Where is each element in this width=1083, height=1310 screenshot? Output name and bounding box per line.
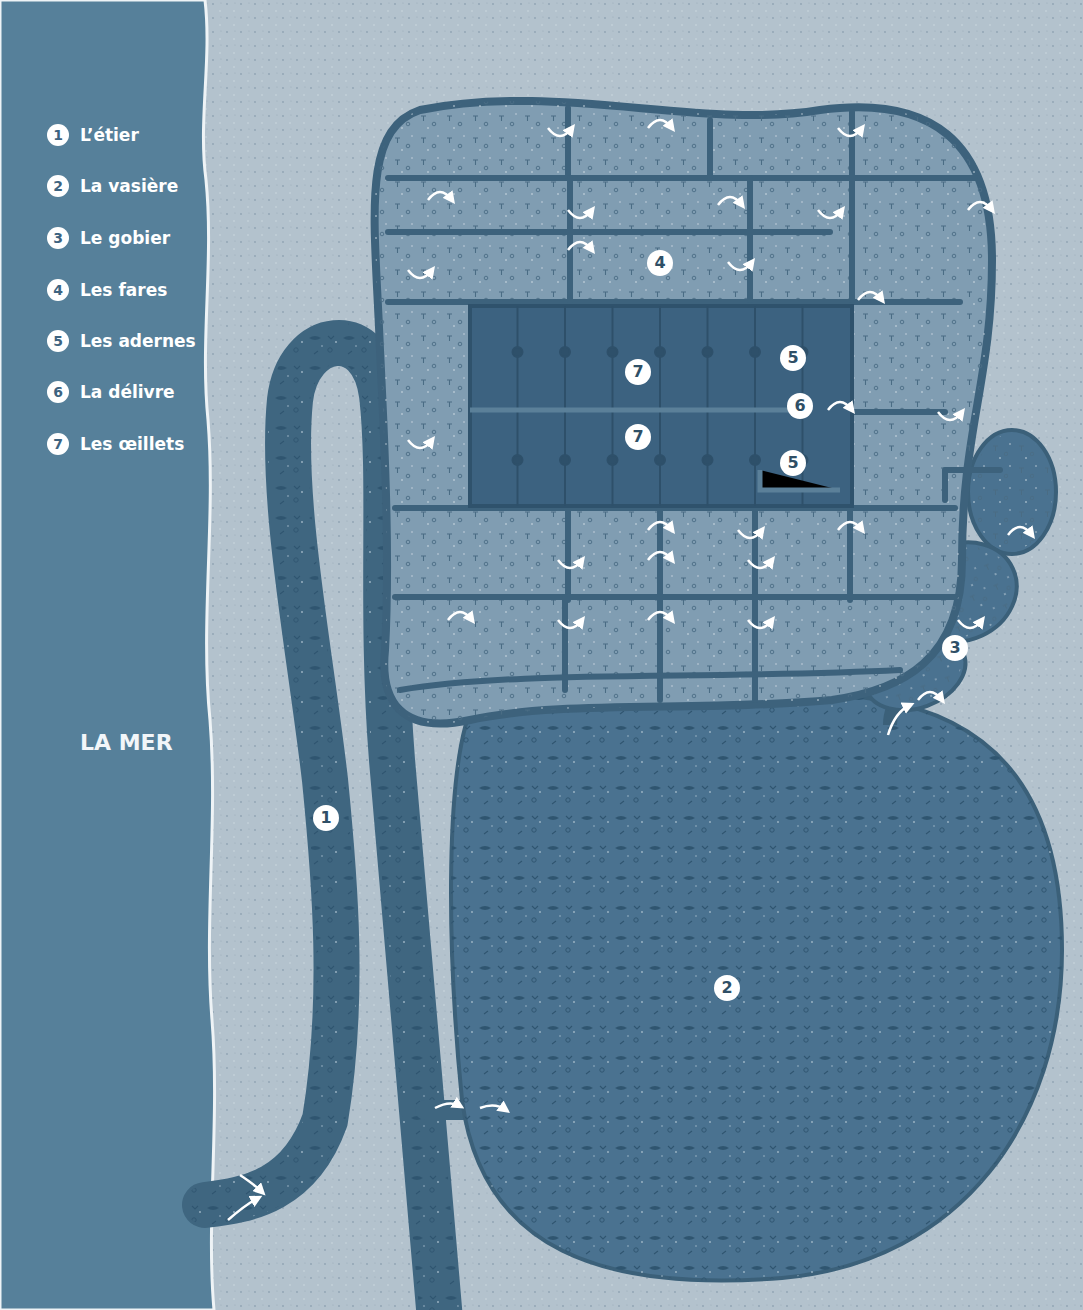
- flow-arrow: [738, 530, 762, 538]
- flow-arrow: [828, 402, 852, 410]
- legend-text: Le gobier: [80, 227, 170, 249]
- callout-number: 1: [313, 805, 339, 831]
- callout-number: 6: [787, 393, 813, 419]
- flow-arrow: [408, 270, 432, 278]
- cell-dot: [560, 347, 570, 357]
- cell-dot: [513, 455, 523, 465]
- flow-arrow: [728, 262, 752, 270]
- cell-dot: [560, 455, 570, 465]
- sea-label: LA MER: [80, 730, 173, 755]
- callout-number: 3: [942, 635, 968, 661]
- cell-dot: [655, 455, 665, 465]
- legend-number: 5: [47, 330, 69, 352]
- callout-number: 5: [780, 345, 806, 371]
- legend-text: L’étier: [80, 124, 139, 146]
- flow-arrow: [558, 620, 582, 628]
- flow-arrow: [1008, 527, 1032, 535]
- flow-arrow: [408, 440, 432, 448]
- legend-text: La délivre: [80, 381, 175, 403]
- legend-number: 4: [47, 279, 69, 301]
- flow-arrow: [648, 552, 672, 560]
- callout-number: 7: [625, 424, 651, 450]
- cell-dot: [750, 455, 760, 465]
- cell-dot: [608, 347, 618, 357]
- flow-arrow: [838, 128, 862, 136]
- cell-wall: [659, 306, 661, 506]
- flow-arrow: [938, 412, 962, 420]
- cell-dot: [703, 455, 713, 465]
- legend-number: 2: [47, 175, 69, 197]
- flow-arrow: [548, 128, 572, 136]
- flow-arrow: [648, 120, 672, 128]
- callout-number: 2: [714, 975, 740, 1001]
- flow-arrow: [648, 522, 672, 530]
- flow-arrow: [968, 202, 992, 210]
- cell-wall: [517, 306, 519, 506]
- cell-dot: [655, 347, 665, 357]
- flow-arrow: [568, 210, 592, 218]
- flow-arrow: [718, 197, 742, 205]
- legend-text: Les œillets: [80, 433, 184, 455]
- flow-arrow: [918, 692, 942, 700]
- flow-arrow: [448, 612, 472, 620]
- cell-wall: [612, 306, 614, 506]
- flow-arrow: [748, 620, 772, 628]
- callout-number: 7: [625, 359, 651, 385]
- flow-arrow: [818, 210, 842, 218]
- legend-text: Les fares: [80, 279, 167, 301]
- cell-dot: [608, 455, 618, 465]
- legend-number: 3: [47, 227, 69, 249]
- legend-text: La vasière: [80, 175, 178, 197]
- flow-arrow: [858, 292, 882, 300]
- flow-arrow: [558, 560, 582, 568]
- flow-arrow: [838, 522, 862, 530]
- flow-arrow: [648, 612, 672, 620]
- flow-arrow: [958, 620, 982, 628]
- cell-dot: [703, 347, 713, 357]
- legend-number: 6: [47, 381, 69, 403]
- cell-wall: [707, 306, 709, 506]
- legend-number: 1: [47, 124, 69, 146]
- callout-number: 4: [647, 250, 673, 276]
- legend-text: Les adernes: [80, 330, 196, 352]
- cell-wall: [564, 306, 566, 506]
- flow-arrow: [748, 560, 772, 568]
- callout-number: 5: [780, 450, 806, 476]
- legend-number: 7: [47, 433, 69, 455]
- flow-arrow: [568, 242, 592, 250]
- cell-dot: [513, 347, 523, 357]
- cell-dot: [750, 347, 760, 357]
- flow-arrow: [428, 192, 452, 200]
- cell-wall: [754, 306, 756, 506]
